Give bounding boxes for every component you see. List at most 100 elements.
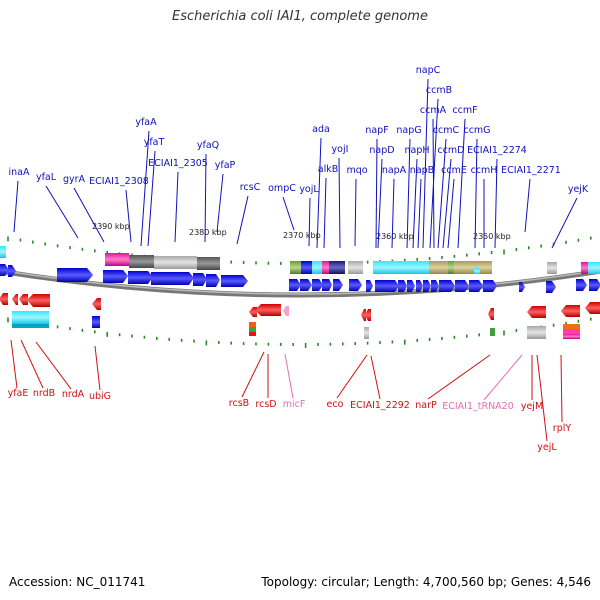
gene-label-ECIAI1_2308: ECIAI1_2308 [89, 176, 149, 187]
gene-label-napC: napC [416, 65, 441, 76]
feature-block [92, 316, 100, 328]
leader-line [284, 353, 294, 399]
leader-line [432, 118, 435, 249]
leader-line [474, 138, 478, 249]
leader-line [437, 138, 447, 249]
forward-gene-arrow [128, 271, 153, 284]
forward-gene-arrow [312, 279, 323, 291]
reverse-gene-arrow [19, 294, 28, 305]
leader-line [236, 195, 249, 245]
reverse-gene-arrow [12, 294, 18, 305]
gene-label-yfaE: yfaE [8, 388, 29, 399]
gene-label-ccmB: ccmB [426, 85, 452, 96]
reverse-gene-arrow [527, 306, 546, 318]
leader-line [370, 355, 381, 400]
feature-block [329, 261, 345, 274]
forward-gene-arrow [193, 273, 207, 286]
forward-gene-arrow [546, 281, 556, 293]
leader-line [241, 351, 265, 398]
leader-line [336, 354, 368, 399]
feature-block [312, 261, 322, 274]
feature-block [563, 324, 580, 329]
leader-line [375, 138, 378, 249]
scale-label-2370: 2370 kbp [283, 231, 321, 240]
gene-label-ccmG: ccmG [463, 125, 490, 136]
gene-label-napD: napD [369, 145, 394, 156]
gene-label-ccmA: ccmA [420, 105, 447, 116]
leader-line [447, 178, 455, 249]
scale-label-2390: 2390 kbp [92, 222, 130, 231]
gene-label-napH: napH [404, 145, 429, 156]
forward-gene-arrow [57, 268, 93, 282]
gene-label-rcsD: rcsD [255, 399, 276, 410]
gene-label-yfaL: yfaL [36, 172, 57, 183]
feature-block [105, 253, 129, 266]
leader-line [13, 180, 19, 233]
forward-gene-arrows [0, 264, 600, 293]
forward-gene-arrow [8, 265, 16, 277]
leader-line [422, 78, 429, 249]
forward-gene-arrow [423, 280, 431, 292]
forward-gene-arrow [398, 280, 407, 292]
leader-line [20, 339, 44, 389]
forward-gene-arrow [407, 280, 415, 292]
gene-label-nrdA: nrdA [62, 389, 85, 400]
gene-label-napB: napB [410, 165, 434, 176]
forward-gene-arrow [455, 280, 469, 292]
forward-gene-arrow [589, 279, 600, 291]
reverse-gene-arrows [0, 293, 600, 321]
leader-line [94, 345, 101, 391]
leader-line [282, 196, 295, 231]
gene-label-eco: eco [327, 399, 344, 410]
gene-label-rcsB: rcsB [229, 398, 249, 409]
gene-label-rcsC: rcsC [240, 182, 261, 193]
leader-line [323, 177, 327, 249]
leader-line [45, 185, 79, 239]
reverse-gene-arrow [361, 309, 366, 321]
gene-label-ccmF: ccmF [452, 105, 477, 116]
genome-title: Escherichia coli IAI1, complete genome [172, 9, 428, 24]
gene-label-ECIAI1_tRNA20: ECIAI1_tRNA20 [442, 401, 514, 412]
leader-line [35, 341, 72, 390]
feature-block [429, 261, 448, 274]
gene-label-ECIAI1_2305: ECIAI1_2305 [148, 158, 208, 169]
forward-gene-arrow [151, 272, 194, 285]
gene-label-napA: napA [382, 165, 407, 176]
gene-label-ada: ada [312, 124, 330, 135]
feature-block [563, 329, 580, 334]
gene-label-yfaQ: yfaQ [197, 140, 219, 151]
forward-gene-arrow [366, 280, 373, 292]
gene-label-inaA: inaA [9, 167, 30, 178]
forward-gene-arrow [519, 282, 525, 292]
forward-gene-arrow [300, 279, 312, 291]
leader-line [354, 178, 357, 247]
gene-label-yojI: yojI [332, 144, 349, 155]
gene-label-ccmC: ccmC [433, 125, 460, 136]
leader-line [524, 178, 531, 233]
gene-label-yfaA: yfaA [135, 117, 157, 128]
reverse-gene-arrow [488, 308, 494, 320]
feature-block [322, 261, 329, 274]
reverse-gene-arrow [283, 306, 289, 316]
feature-block [448, 261, 454, 274]
feature-block [527, 326, 546, 339]
leader-line [316, 137, 322, 249]
leader-line [391, 178, 395, 249]
gene-label-micF: micF [283, 399, 306, 410]
gene-label-ompC: ompC [268, 183, 296, 194]
gene-label-ECIAI1_2292: ECIAI1_2292 [350, 400, 410, 411]
gene-label-ccmE: ccmE [441, 165, 467, 176]
gene-label-ECIAI1_2274: ECIAI1_2274 [467, 145, 527, 156]
gene-label-ubiG: ubiG [89, 391, 111, 402]
leader-line [442, 158, 452, 249]
forward-gene-arrow [221, 275, 248, 287]
gene-label-yejM: yejM [521, 401, 543, 412]
leader-line [140, 130, 150, 247]
scale-label-2380: 2380 kbp [189, 228, 227, 237]
leader-line [551, 197, 578, 249]
leader-line [412, 158, 418, 249]
leader-line [483, 354, 523, 401]
feature-block [348, 261, 363, 274]
